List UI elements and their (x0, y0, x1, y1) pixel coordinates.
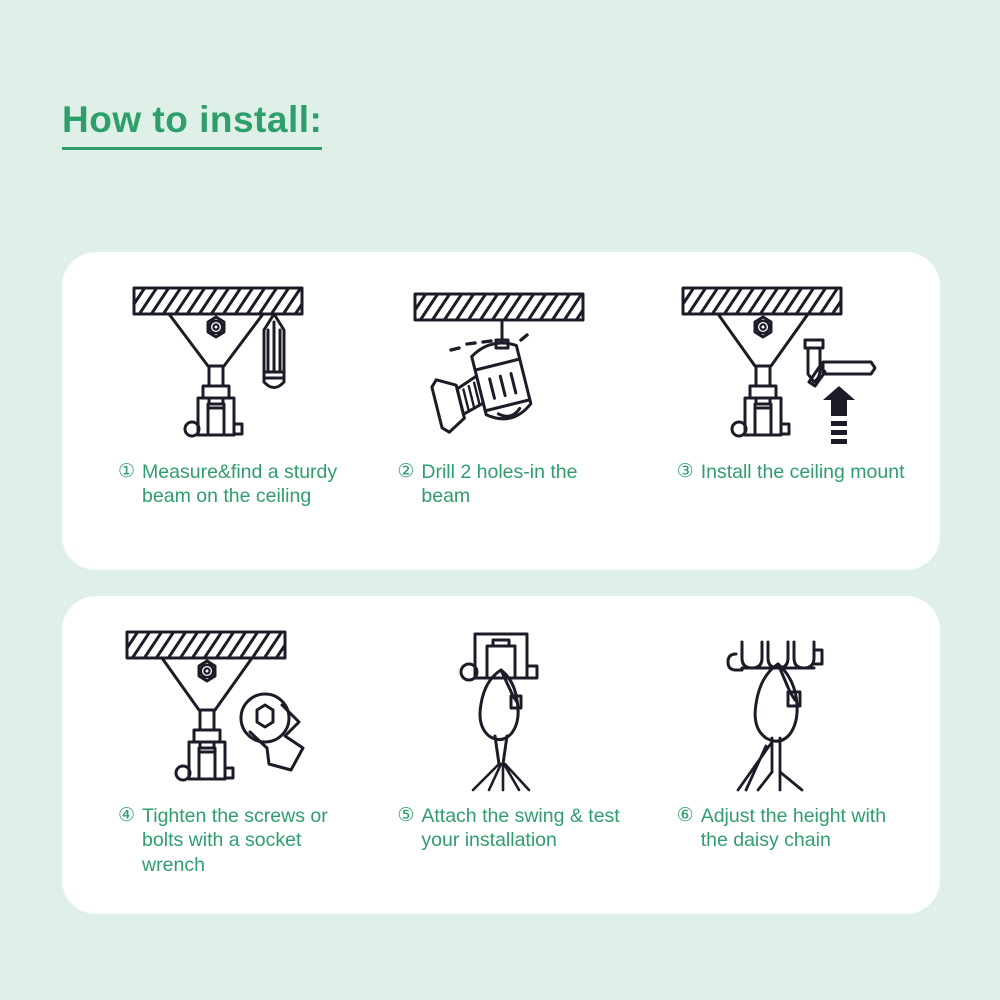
step-text-5: Attach the swing & test your installatio… (421, 805, 620, 852)
step-caption-2: ② Drill 2 holes-in the beam (375, 460, 626, 509)
step-illustration-1 (96, 278, 347, 446)
step-number-3: ③ (676, 461, 694, 482)
up-arrow-icon (823, 386, 856, 444)
debris-marks-icon (449, 333, 529, 352)
step-number-5: ⑤ (397, 805, 415, 826)
hammer-icon (803, 338, 877, 388)
steps-card-row-1: ① Measure&find a sturdy beam on the ceil… (62, 252, 940, 570)
step-caption-5: ⑤ Attach the swing & test your installat… (375, 804, 626, 853)
step-item-6: ⑥ Adjust the height with the daisy chain (641, 622, 920, 896)
step-caption-4: ④ Tighten the screws or bolts with a soc… (96, 804, 347, 877)
step-text-1: Measure&find a sturdy beam on the ceilin… (142, 461, 338, 508)
ceiling-beam-icon (681, 286, 843, 316)
step-caption-3: ③ Install the ceiling mount (655, 460, 905, 484)
power-drill-icon (430, 341, 533, 434)
step-illustration-3 (655, 278, 906, 446)
step-item-2: ② Drill 2 holes-in the beam (361, 278, 640, 552)
step-text-4: Tighten the screws or bolts with a socke… (142, 805, 328, 876)
step-item-5: ⑤ Attach the swing & test your installat… (361, 622, 640, 896)
carabiner-icon (753, 662, 802, 743)
steps-card-row-2: ④ Tighten the screws or bolts with a soc… (62, 596, 940, 914)
rope-strands-icon (471, 734, 531, 792)
drill-bit-icon (494, 318, 510, 350)
step-number-4: ④ (118, 805, 136, 826)
step-illustration-4 (96, 622, 347, 790)
pencil-icon (262, 312, 286, 389)
step-illustration-6 (655, 622, 906, 792)
socket-wrench-icon (239, 692, 305, 772)
ceiling-beam-icon (132, 286, 304, 316)
page-title: How to install: (62, 99, 323, 150)
step-caption-1: ① Measure&find a sturdy beam on the ceil… (96, 460, 347, 509)
ceiling-beam-icon (413, 292, 585, 322)
ceiling-beam-icon (125, 630, 287, 660)
hanger-bracket-icon (459, 632, 539, 682)
step-item-4: ④ Tighten the screws or bolts with a soc… (82, 622, 361, 896)
step-illustration-2 (375, 278, 626, 446)
step-item-3: ③ Install the ceiling mount (641, 278, 920, 552)
step-number-2: ② (397, 461, 415, 482)
step-text-3: Install the ceiling mount (700, 461, 905, 483)
daisy-chain-loops-icon (726, 640, 824, 672)
carabiner-icon (478, 668, 523, 741)
step-caption-6: ⑥ Adjust the height with the daisy chain (655, 804, 906, 853)
step-item-1: ① Measure&find a sturdy beam on the ceil… (82, 278, 361, 552)
step-text-6: Adjust the height with the daisy chain (700, 805, 887, 852)
ceiling-mount-bracket-icon (716, 312, 810, 438)
step-illustration-5 (375, 622, 626, 792)
strap-strands-icon (736, 736, 804, 792)
ceiling-mount-bracket-icon (167, 312, 265, 438)
steps-row: ④ Tighten the screws or bolts with a soc… (62, 596, 940, 914)
page-title-wrapper: How to install: (62, 99, 323, 150)
step-number-6: ⑥ (676, 805, 694, 826)
steps-row: ① Measure&find a sturdy beam on the ceil… (62, 252, 940, 570)
ceiling-mount-bracket-icon (160, 656, 254, 782)
step-number-1: ① (118, 461, 136, 482)
step-text-2: Drill 2 holes-in the beam (421, 461, 578, 508)
